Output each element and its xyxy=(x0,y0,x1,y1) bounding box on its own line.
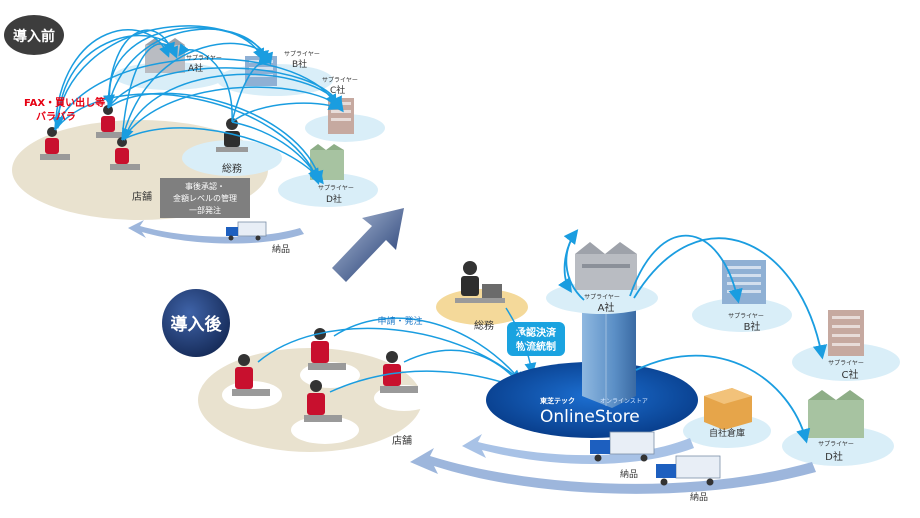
before-badge: 導入前 xyxy=(4,15,64,55)
transition-arrow xyxy=(332,208,404,282)
after-supplier-c-small: サプライヤー xyxy=(828,360,864,367)
after-store-desk-area xyxy=(291,416,359,444)
after-supplier-c-name: C社 xyxy=(842,368,859,381)
before-note-line1: 事後承認・ xyxy=(185,181,225,191)
after-request-arrows xyxy=(257,307,537,393)
after-store-person-icon xyxy=(232,354,270,396)
after-request-label: 申請・発注 xyxy=(377,315,422,327)
before-tangled-order-arrows xyxy=(52,25,344,185)
after-general-affairs-label: 総務 xyxy=(474,319,494,332)
online-store-brand-main: OnlineStore xyxy=(540,407,640,427)
before-delivery-label: 納品 xyxy=(272,243,290,255)
online-store-brand-sub: オンラインストア xyxy=(600,398,648,405)
before-supplier-a-name: A社 xyxy=(188,62,203,74)
before-supplier-b-small: サプライヤー xyxy=(284,51,320,58)
after-approval-line2: 物流統制 xyxy=(516,340,556,353)
after-building-c-icon xyxy=(828,310,864,356)
before-problem-line2: バラバラ xyxy=(36,111,76,123)
after-general-affairs-person-icon xyxy=(455,261,505,303)
after-supplier-b-name: B社 xyxy=(744,320,761,333)
after-building-b-icon xyxy=(722,260,766,304)
after-supplier-b-small: サプライヤー xyxy=(728,313,764,320)
after-truck-icon xyxy=(656,455,721,486)
after-supplier-d-name: D社 xyxy=(825,450,843,463)
after-supplier-a-name: A社 xyxy=(598,301,615,314)
before-general-affairs-label: 総務 xyxy=(222,162,242,175)
after-delivery-arrow xyxy=(462,434,694,465)
after-building-d-icon xyxy=(808,390,864,438)
before-supplier-d-small: サプライヤー xyxy=(318,185,354,192)
before-general-affairs-area xyxy=(182,140,282,176)
after-supplier-b-area xyxy=(692,298,792,332)
before-problem-line1: FAX・買い出し等 xyxy=(24,96,105,109)
after-store-person-icon xyxy=(380,351,418,393)
after-delivery-label-2: 納品 xyxy=(690,491,708,503)
after-badge: 導入後 xyxy=(162,289,230,357)
before-supplier-c-small: サプライヤー xyxy=(322,77,358,84)
after-approval-box: 承認決済 物流統制 xyxy=(507,322,565,356)
after-supplier-order-arrows xyxy=(558,229,828,444)
before-badge-text: 導入前 xyxy=(13,28,55,45)
before-supplier-a-small: サプライヤー xyxy=(186,55,222,62)
after-delivery-label-1: 納品 xyxy=(620,468,638,480)
after-truck-icon xyxy=(590,431,655,462)
before-note-box: 事後承認・ 金額レベルの管理 一部発注 xyxy=(160,178,250,218)
after-delivery-arrow xyxy=(410,448,816,494)
before-note-line3: 一部発注 xyxy=(189,205,221,215)
after-store-person-icon xyxy=(304,380,342,422)
after-supplier-a-small: サプライヤー xyxy=(584,294,620,301)
before-truck-icon xyxy=(226,221,267,241)
before-supplier-b-name: B社 xyxy=(292,58,307,70)
after-badge-text: 導入後 xyxy=(171,314,223,335)
after-store-label: 店舗 xyxy=(392,434,412,447)
online-store-brand-small: 東芝テック xyxy=(540,396,575,405)
after-supplier-d-small: サプライヤー xyxy=(818,441,854,448)
after-approval-line1: 承認決済 xyxy=(516,326,557,339)
before-store-person-icon xyxy=(96,105,126,138)
before-supplier-d-name: D社 xyxy=(326,193,342,205)
before-delivery-arrow xyxy=(128,220,304,244)
before-store-person-icon xyxy=(110,137,140,170)
before-store-label: 店舗 xyxy=(132,190,152,203)
before-supplier-c-name: C社 xyxy=(330,84,345,96)
after-warehouse-label: 自社倉庫 xyxy=(709,427,745,439)
before-note-line2: 金額レベルの管理 xyxy=(173,193,237,203)
warehouse-box-icon xyxy=(704,388,752,430)
before-building-c-icon xyxy=(328,98,354,134)
after-building-a-icon xyxy=(575,242,637,290)
before-supplier-d-area xyxy=(278,173,378,207)
